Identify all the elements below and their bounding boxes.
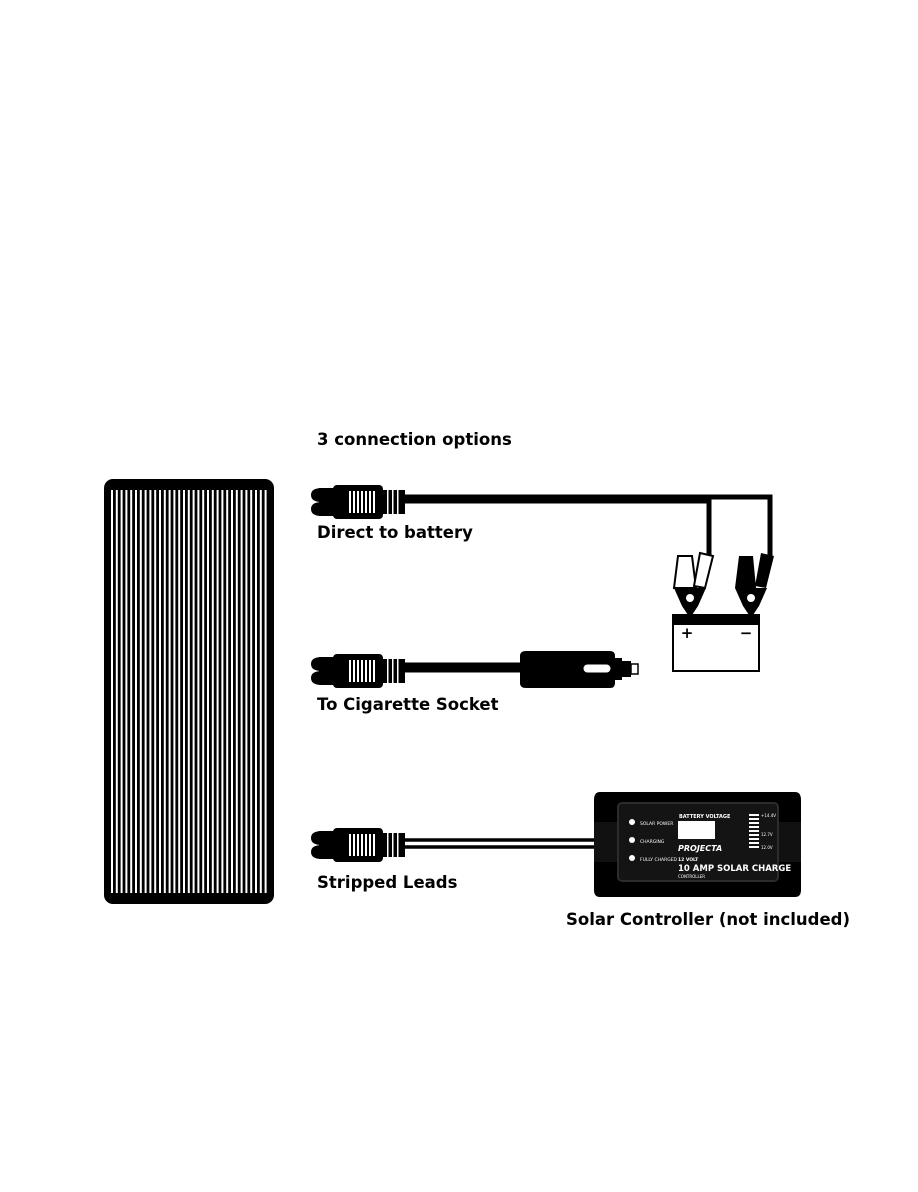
negative-clamp [735, 553, 774, 618]
battery-plus-sign: + [681, 624, 694, 642]
controller-caption: Solar Controller (not included) [566, 910, 851, 929]
sae-connector-3 [311, 828, 405, 862]
voltage-scale [749, 814, 759, 848]
scale-label-high: +14.4V [761, 813, 776, 818]
option-stripped-leads: Stripped Leads [317, 873, 458, 892]
charging-led [629, 837, 635, 843]
panel-cell-lines [111, 490, 267, 893]
controller-line-2: 10 AMP SOLAR CHARGE [678, 864, 791, 874]
stripped-leads-cable [404, 838, 600, 849]
solar-power-led [629, 819, 635, 825]
scale-label-mid: 12.7V [761, 832, 773, 837]
indicator-charging: CHARGING [640, 839, 665, 845]
positive-clamp [672, 551, 715, 618]
fully-charged-led [629, 855, 635, 861]
battery-voltage-label: BATTERY VOLTAGE [679, 814, 731, 820]
controller-line-3: CONTROLLER [678, 874, 705, 879]
controller-line-1: 12 VOLT [678, 857, 699, 863]
battery-cable [404, 494, 773, 556]
cigarette-plug [520, 651, 639, 688]
voltage-display [678, 821, 715, 839]
sae-connector-1 [311, 485, 405, 519]
solar-panel [104, 479, 274, 904]
indicator-fully-charged: FULLY CHARGED [640, 857, 678, 863]
indicator-solar-power: SOLAR POWER [640, 821, 673, 827]
cigarette-cable [404, 662, 522, 673]
diagram-title: 3 connection options [317, 430, 512, 449]
battery-minus-sign: − [740, 624, 753, 642]
option-cigarette-socket: To Cigarette Socket [317, 695, 499, 714]
controller-brand: PROJECTA [678, 844, 722, 853]
option-direct-to-battery: Direct to battery [317, 523, 473, 542]
sae-connector-2 [311, 654, 405, 688]
battery: + − [672, 614, 760, 672]
scale-label-low: 12.0V [761, 845, 773, 850]
solar-controller: SOLAR POWER CHARGING FULLY CHARGED BATTE… [594, 792, 801, 897]
